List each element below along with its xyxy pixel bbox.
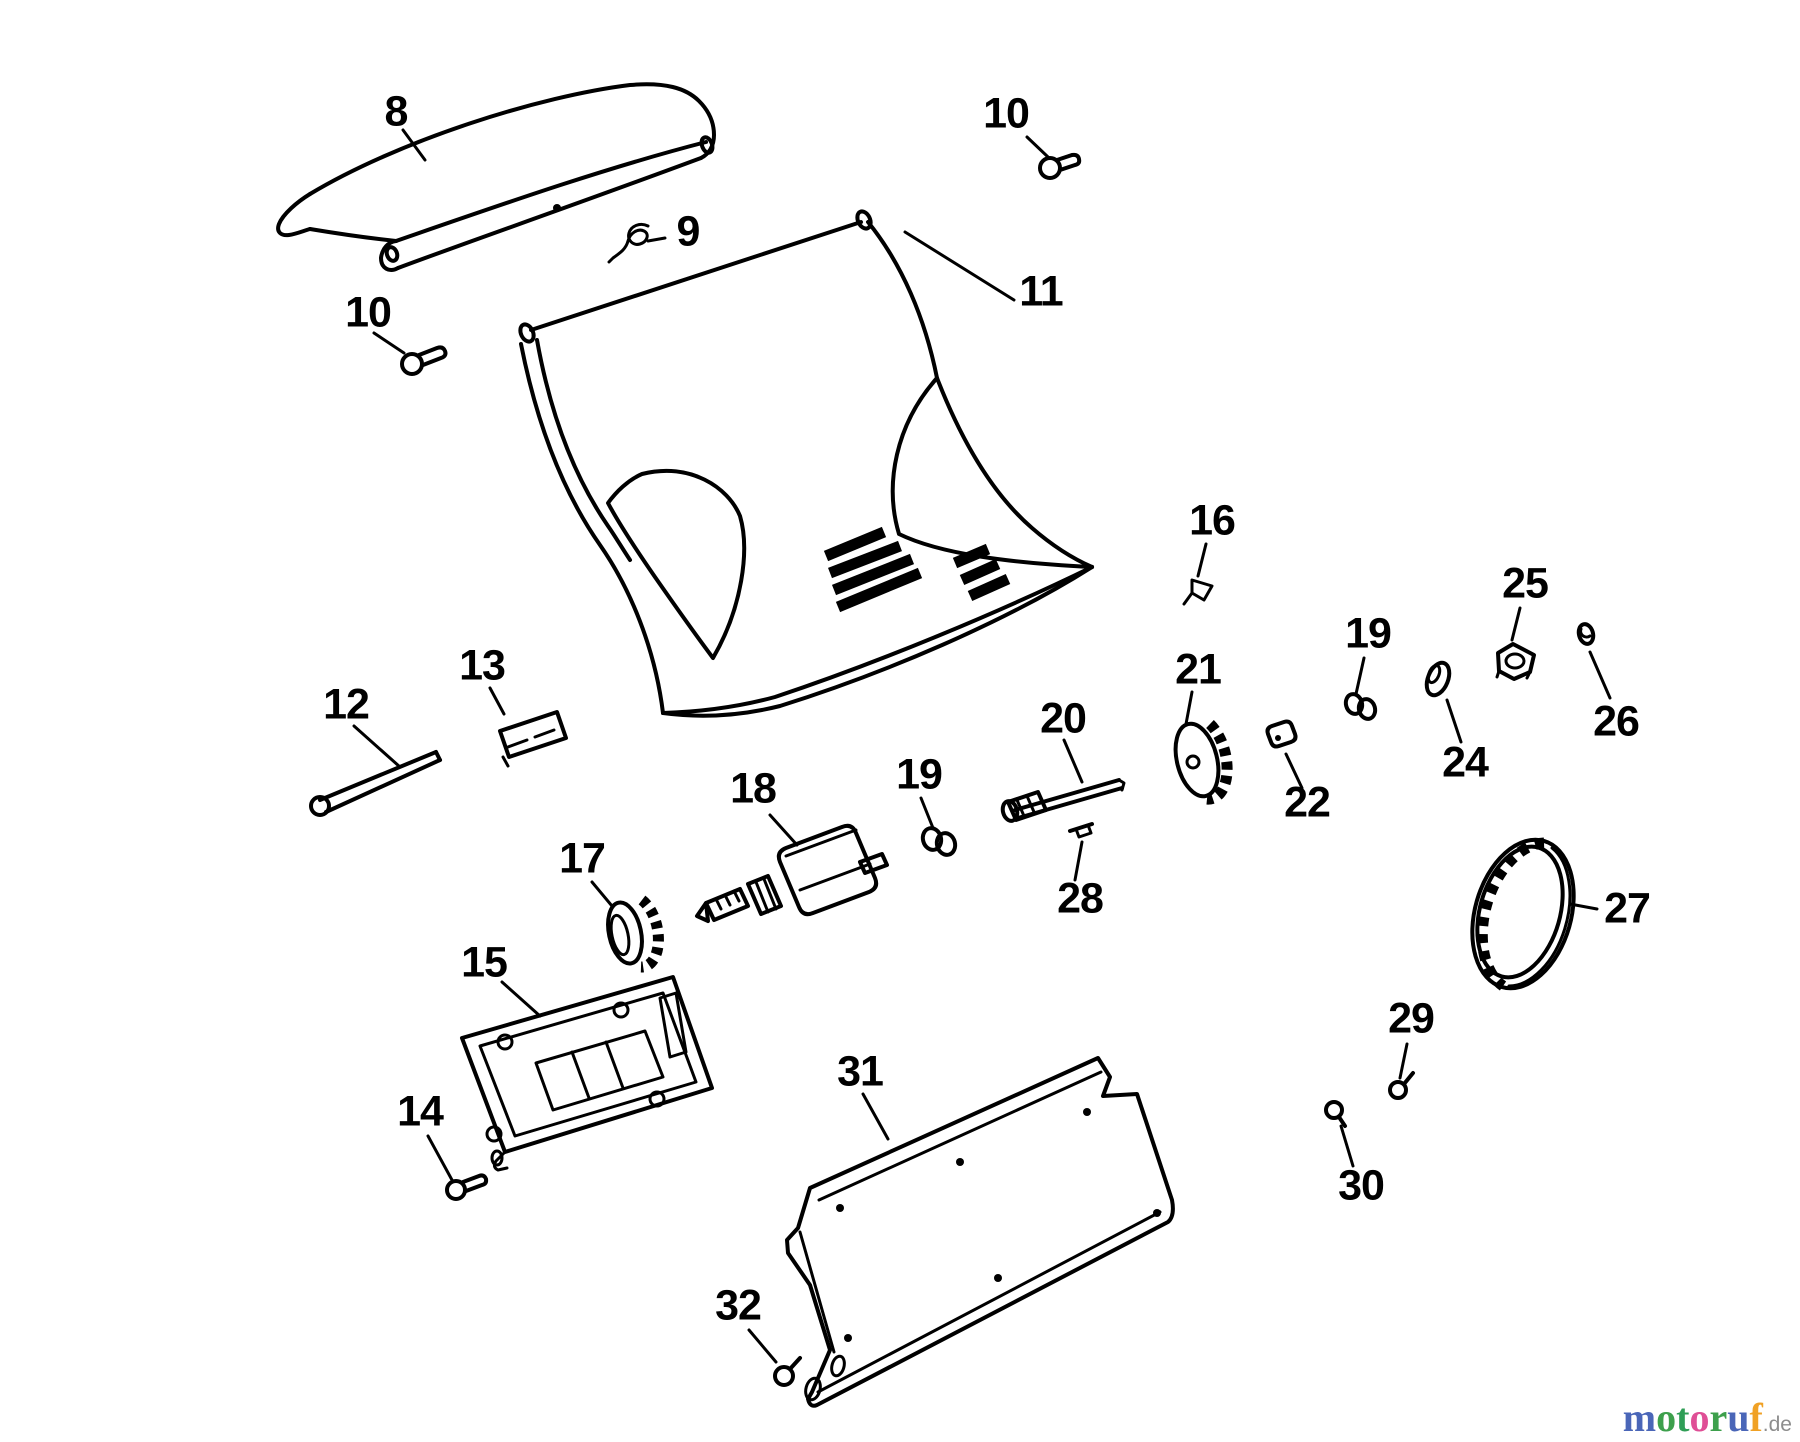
part-12-rod bbox=[309, 724, 442, 817]
part-label-20: 20 bbox=[1040, 694, 1087, 743]
part-label-12: 12 bbox=[323, 680, 370, 729]
part-label-19-right: 19 bbox=[1345, 609, 1392, 658]
part-26-screw bbox=[1576, 622, 1612, 700]
watermark-letter: o bbox=[1689, 1395, 1710, 1440]
part-20-worm-shaft bbox=[1000, 738, 1126, 823]
part-label-16: 16 bbox=[1189, 496, 1236, 545]
watermark-letter: m bbox=[1622, 1395, 1657, 1440]
watermark-suffix: .de bbox=[1762, 1413, 1792, 1436]
part-11-main-cover bbox=[518, 209, 1094, 718]
part-label-31: 31 bbox=[837, 1047, 884, 1096]
part-label-17: 17 bbox=[559, 834, 606, 883]
part-label-29: 29 bbox=[1388, 994, 1435, 1043]
part-21-gear bbox=[1173, 690, 1233, 805]
part-label-19-left: 19 bbox=[896, 750, 943, 799]
part-17-gear bbox=[590, 880, 664, 973]
part-15-chassis-frame bbox=[460, 975, 714, 1172]
part-label-32: 32 bbox=[715, 1281, 762, 1330]
watermark-logo: motoruf.de bbox=[1623, 1398, 1792, 1438]
part-22-nut bbox=[1265, 719, 1304, 790]
part-label-22: 22 bbox=[1284, 778, 1331, 827]
part-29-screw bbox=[1388, 1042, 1415, 1100]
part-24-washer bbox=[1424, 660, 1463, 744]
part-10-screw-top bbox=[1025, 135, 1082, 180]
part-label-18: 18 bbox=[730, 764, 777, 813]
part-label-27: 27 bbox=[1604, 884, 1651, 933]
part-label-10-top: 10 bbox=[983, 89, 1030, 138]
part-18-armature bbox=[695, 813, 889, 923]
part-label-28: 28 bbox=[1057, 874, 1104, 923]
part-label-26: 26 bbox=[1593, 697, 1640, 746]
part-label-25: 25 bbox=[1502, 559, 1549, 608]
watermark-letter: r bbox=[1709, 1395, 1728, 1440]
watermark-word: motoruf bbox=[1623, 1395, 1763, 1440]
part-10-screw-left bbox=[372, 331, 448, 376]
part-label-10-left: 10 bbox=[345, 288, 392, 337]
part-14-screw bbox=[426, 1134, 489, 1201]
part-label-15: 15 bbox=[461, 938, 508, 987]
part-19-bushing-right bbox=[1343, 656, 1378, 721]
part-19-bushing-left bbox=[919, 796, 958, 857]
part-8-top-cover bbox=[276, 82, 716, 272]
part-27-ring-gear bbox=[1470, 837, 1599, 991]
part-32-screw bbox=[747, 1328, 802, 1387]
part-30-screw bbox=[1324, 1100, 1355, 1168]
part-label-9: 9 bbox=[676, 207, 701, 256]
watermark-letter: u bbox=[1727, 1395, 1750, 1440]
watermark-letter: t bbox=[1676, 1395, 1690, 1440]
part-label-30: 30 bbox=[1338, 1161, 1385, 1210]
part-25-hex-nut bbox=[1495, 606, 1536, 681]
part-9-spring bbox=[607, 222, 667, 264]
part-label-13: 13 bbox=[459, 641, 506, 690]
part-31-bottom-panel bbox=[785, 1056, 1175, 1408]
part-label-24: 24 bbox=[1442, 738, 1489, 787]
watermark-letter: o bbox=[1656, 1395, 1677, 1440]
part-16-clip bbox=[1182, 542, 1214, 606]
watermark-letter: f bbox=[1749, 1395, 1763, 1440]
part-28-screw bbox=[1068, 822, 1094, 882]
part-label-11: 11 bbox=[1019, 267, 1063, 316]
part-label-14: 14 bbox=[397, 1087, 444, 1136]
part-label-21: 21 bbox=[1175, 645, 1222, 694]
part-13-clip bbox=[488, 686, 568, 768]
part-label-8: 8 bbox=[384, 87, 409, 136]
